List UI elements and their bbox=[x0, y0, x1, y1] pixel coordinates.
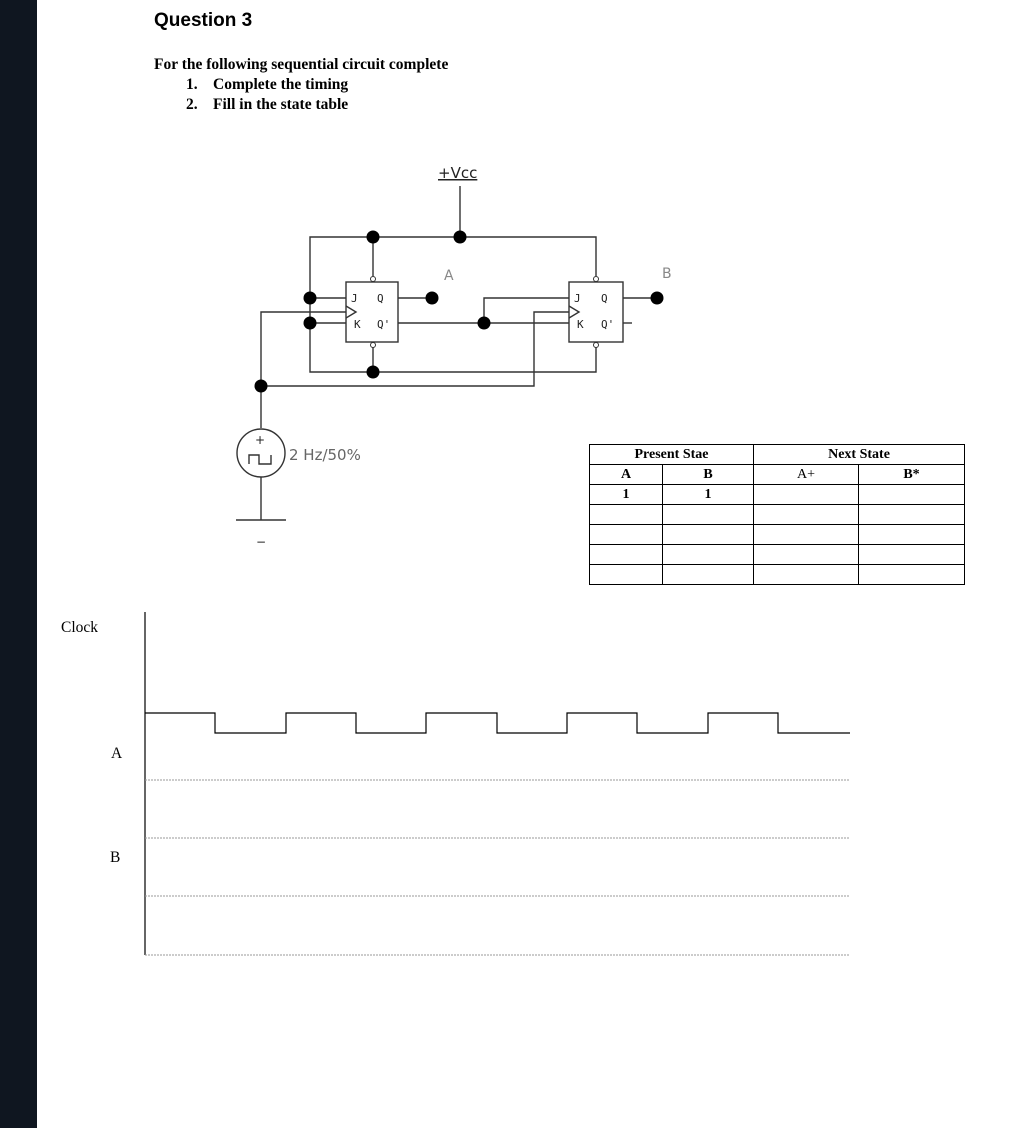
table-cell[interactable] bbox=[662, 504, 754, 525]
col-a-header: A bbox=[589, 464, 663, 485]
present-state-header: Present Stae bbox=[589, 444, 754, 465]
clock-waveform bbox=[145, 712, 850, 734]
state-table-column-row: A B A+ B* bbox=[589, 464, 965, 485]
table-cell[interactable] bbox=[662, 544, 754, 565]
ff-a-j-label: J bbox=[351, 292, 358, 305]
step-1: 1.Complete the timing bbox=[186, 76, 349, 93]
next-state-header: Next State bbox=[753, 444, 965, 465]
table-cell[interactable] bbox=[589, 544, 663, 565]
table-row: 1 1 bbox=[589, 484, 965, 505]
source-plus-label: + bbox=[255, 433, 265, 447]
col-b-header: B bbox=[662, 464, 754, 485]
table-row bbox=[589, 504, 965, 525]
table-row bbox=[589, 524, 965, 545]
table-cell[interactable]: 1 bbox=[589, 484, 663, 505]
source-frequency-label: 2 Hz/50% bbox=[289, 446, 361, 464]
table-cell[interactable] bbox=[858, 484, 965, 505]
table-cell[interactable] bbox=[662, 524, 754, 545]
instruction-steps: 1.Complete the timing 2.Fill in the stat… bbox=[186, 75, 348, 115]
table-cell[interactable] bbox=[858, 504, 965, 525]
state-table: Present Stae Next State A B A+ B* 1 1 bbox=[589, 444, 965, 585]
left-dark-strip bbox=[0, 0, 37, 1128]
clock-wire-a bbox=[260, 311, 346, 428]
table-cell[interactable] bbox=[753, 504, 859, 525]
ff-a-name-label: A bbox=[444, 268, 454, 284]
table-row bbox=[589, 564, 965, 585]
junction-dots bbox=[254, 230, 664, 393]
col-a-next-header: A+ bbox=[753, 464, 859, 485]
clock-source bbox=[236, 428, 286, 478]
table-row bbox=[589, 544, 965, 565]
ff-b-q-label: Q bbox=[601, 292, 608, 305]
square-wave-icon bbox=[248, 454, 272, 465]
table-cell[interactable] bbox=[858, 564, 965, 585]
table-cell[interactable] bbox=[589, 524, 663, 545]
ff-b-clock-arrow bbox=[568, 305, 581, 319]
ff-b-j-label: J bbox=[574, 292, 581, 305]
timing-label-clock: Clock bbox=[61, 619, 99, 636]
table-cell[interactable]: 1 bbox=[662, 484, 754, 505]
clock-wire-b bbox=[261, 311, 569, 387]
ff-b-name-label: B bbox=[662, 266, 672, 282]
ff-a-clock-arrow bbox=[345, 305, 358, 319]
ff-b-j-wire bbox=[483, 297, 569, 323]
flip-flop-b bbox=[568, 281, 624, 343]
timing-label-a: A bbox=[111, 745, 123, 762]
table-cell[interactable] bbox=[753, 524, 859, 545]
table-cell[interactable] bbox=[753, 564, 859, 585]
ff-b-k-label: K bbox=[577, 318, 584, 331]
table-cell[interactable] bbox=[858, 524, 965, 545]
timing-label-b: B bbox=[110, 849, 121, 866]
table-cell[interactable] bbox=[753, 484, 859, 505]
table-cell[interactable] bbox=[589, 504, 663, 525]
table-cell[interactable] bbox=[858, 544, 965, 565]
instructions-intro: For the following sequential circuit com… bbox=[154, 56, 449, 73]
table-cell[interactable] bbox=[662, 564, 754, 585]
ff-b-qbar-label: Q' bbox=[601, 318, 614, 331]
step-2: 2.Fill in the state table bbox=[186, 96, 349, 113]
ground-minus-label: − bbox=[256, 535, 266, 549]
col-b-next-header: B* bbox=[858, 464, 965, 485]
table-cell[interactable] bbox=[589, 564, 663, 585]
table-cell[interactable] bbox=[753, 544, 859, 565]
ff-a-q-label: Q bbox=[377, 292, 384, 305]
flip-flop-a bbox=[345, 281, 399, 343]
question-title: Question 3 bbox=[154, 10, 253, 31]
vcc-label: +Vcc bbox=[438, 164, 477, 182]
state-table-header-row: Present Stae Next State bbox=[589, 444, 965, 465]
top-wire bbox=[309, 236, 597, 298]
left-loop-wire bbox=[309, 298, 597, 373]
ff-a-k-label: K bbox=[354, 318, 361, 331]
ff-a-qbar-label: Q' bbox=[377, 318, 390, 331]
